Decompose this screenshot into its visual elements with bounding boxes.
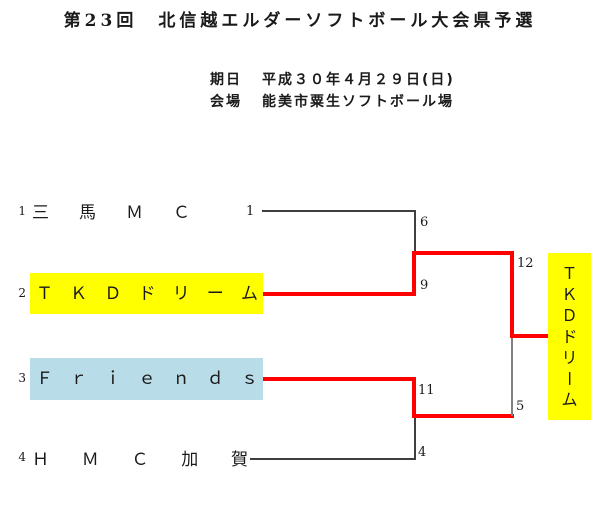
date-label: 期日 xyxy=(210,72,242,88)
team4-bracket-line xyxy=(250,458,415,460)
event-meta: 期日 平成３０年４月２９日(日) 会場 能美市粟生ソフトボール場 xyxy=(210,69,455,113)
sf2-connector-upper-winner xyxy=(412,377,416,418)
date-value: 平成３０年４月２９日(日) xyxy=(262,72,455,88)
champion-line xyxy=(510,334,548,338)
team2-highlight-box xyxy=(30,273,263,314)
sf1-connector-lower-winner xyxy=(412,251,416,296)
venue-label: 会場 xyxy=(210,94,242,110)
team3-bracket-line-winner xyxy=(263,377,415,381)
team3-highlight-box xyxy=(30,358,263,400)
venue-value: 能美市粟生ソフトボール場 xyxy=(262,94,454,110)
team1-bracket-line xyxy=(262,210,415,212)
seed-1: 1 xyxy=(18,204,26,218)
sf1-winner-advance-line xyxy=(412,251,513,255)
team2-bracket-line-winner xyxy=(263,292,415,296)
sf2-winner-advance-line xyxy=(412,414,514,418)
seed-4: 4 xyxy=(18,450,26,464)
final-connector-upper-winner xyxy=(510,251,514,338)
final-connector-lower xyxy=(511,338,513,416)
event-date-row: 期日 平成３０年４月２９日(日) xyxy=(210,69,455,91)
seed-3: 3 xyxy=(18,371,26,385)
score-sf1-team2: 9 xyxy=(420,278,429,293)
score-sf1-team1: 6 xyxy=(420,215,429,230)
score-sf2-team3: 11 xyxy=(418,383,435,398)
team1-draw-number: 1 xyxy=(246,204,255,219)
event-venue-row: 会場 能美市粟生ソフトボール場 xyxy=(210,91,455,113)
score-sf2-team4: 4 xyxy=(418,445,427,460)
score-final-top: 12 xyxy=(517,256,534,271)
sf2-connector-lower xyxy=(414,416,416,460)
score-final-bottom: 5 xyxy=(516,399,525,414)
page-title: 第23回 北信越エルダーソフトボール大会県予選 xyxy=(63,11,537,31)
seed-2: 2 xyxy=(18,286,26,300)
sf1-connector-upper xyxy=(414,210,416,253)
